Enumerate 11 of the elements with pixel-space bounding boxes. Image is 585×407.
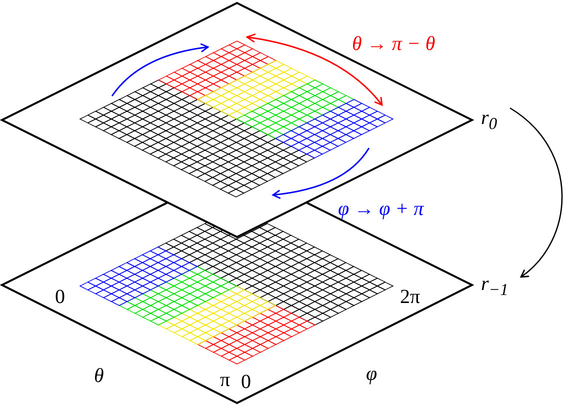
axis-value: 0 [241, 372, 251, 392]
radius-label: r$_{−1}$ [481, 274, 508, 299]
map-label: φ → φ + π [338, 199, 424, 219]
arrow [510, 107, 563, 278]
axis-label: θ [94, 366, 104, 386]
axis-label: φ [366, 364, 378, 384]
radius-label: r$_{0}$ [481, 108, 498, 133]
axis-value: π [220, 370, 230, 390]
map-label: θ → π − θ [352, 34, 436, 54]
axis-value: 0 [55, 287, 65, 307]
axis-value: 2π [400, 287, 420, 307]
